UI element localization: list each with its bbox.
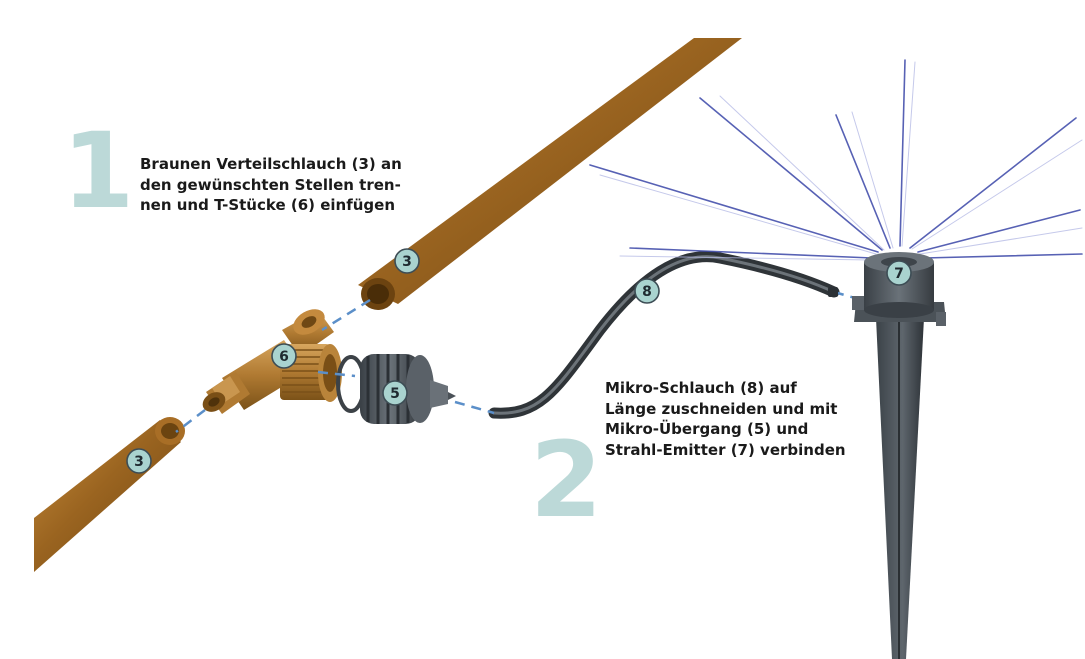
spray-jets [589, 59, 1083, 261]
svg-text:7: 7 [894, 266, 904, 282]
step-1-number: 1 [62, 110, 134, 232]
svg-text:5: 5 [390, 386, 400, 402]
svg-text:6: 6 [279, 349, 289, 365]
brown-hose-lower [34, 417, 185, 572]
callout-hose-upper: 3 [394, 248, 420, 274]
step-2-text: Mikro-Schlauch (8) auf Länge zuschneiden… [605, 379, 846, 459]
svg-text:8: 8 [642, 284, 652, 300]
micro-adapter [360, 354, 456, 424]
spray-emitter-stake [828, 252, 946, 659]
step-2-number: 2 [530, 419, 602, 541]
tee-fitting [202, 309, 342, 414]
step-1-text: Braunen Verteilschlauch (3) an den gewün… [140, 155, 402, 214]
callout-adapter: 5 [382, 380, 408, 406]
callout-tee: 6 [271, 343, 297, 369]
svg-text:3: 3 [402, 254, 412, 270]
brown-hose-upper [358, 38, 742, 310]
svg-text:3: 3 [134, 454, 144, 470]
callout-hose-lower: 3 [126, 448, 152, 474]
callout-emitter: 7 [886, 260, 912, 286]
callout-micro-hose: 8 [634, 278, 660, 304]
